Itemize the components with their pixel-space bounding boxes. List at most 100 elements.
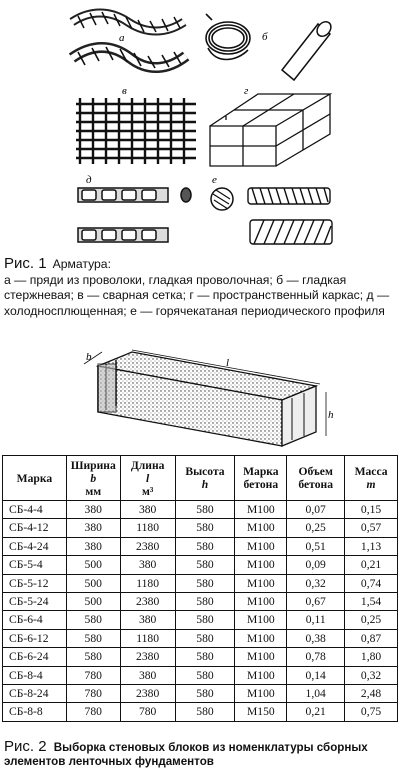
table-cell: СБ-6-4 — [2, 610, 67, 630]
table-cell: 0,07 — [286, 499, 346, 520]
table-cell: 380 — [119, 665, 176, 686]
table-cell: М100 — [234, 610, 288, 630]
table-cell: М150 — [234, 702, 288, 722]
table-cell: 1,04 — [286, 684, 346, 704]
table-cell: 580 — [174, 610, 236, 630]
table-cell: 2380 — [119, 684, 176, 704]
table-cell: 580 — [174, 647, 236, 667]
table-cell: СБ-8-4 — [2, 665, 67, 686]
table-cell: 0,67 — [286, 592, 346, 612]
table-cell: 500 — [65, 592, 121, 612]
table-cell: М100 — [234, 592, 288, 612]
panel-label-g: г — [244, 85, 249, 97]
wire-strand-bottom — [68, 42, 190, 74]
table-cell: 380 — [65, 536, 121, 557]
table-cell: 780 — [65, 665, 121, 686]
table-cell: М100 — [234, 499, 288, 520]
table-cell: 380 — [65, 499, 121, 520]
dimension-label-width: b — [86, 351, 92, 363]
table-cell: 380 — [65, 518, 121, 538]
table-cell: 580 — [174, 499, 236, 520]
periodic-profile-section — [210, 187, 234, 211]
table-cell: СБ-5-12 — [2, 573, 67, 594]
table-cell: 380 — [119, 610, 176, 630]
table-cell: 500 — [65, 573, 121, 594]
table-cell: 380 — [119, 555, 176, 575]
table-cell: 580 — [174, 684, 236, 704]
table-cell: М100 — [234, 518, 288, 538]
table-cell: 580 — [174, 555, 236, 575]
table-cell: 0,51 — [286, 536, 346, 557]
table-cell: 0,11 — [286, 610, 346, 630]
table-cell: 0,75 — [344, 702, 398, 722]
table-cell: 2380 — [119, 592, 176, 612]
table-cell: 580 — [65, 628, 121, 649]
table-cell: СБ-6-24 — [2, 647, 67, 667]
table-cell: 580 — [174, 592, 236, 612]
table-cell: 0,25 — [286, 518, 346, 538]
table-cell: 0,74 — [344, 573, 398, 594]
table-cell: 1,13 — [344, 536, 398, 557]
table-cell: 580 — [174, 702, 236, 722]
figure-2-number: Рис. 2 — [4, 738, 47, 755]
table-cell: 2380 — [119, 536, 176, 557]
table-cell: 580 — [174, 536, 236, 557]
table-cell: М100 — [234, 647, 288, 667]
table-cell: М100 — [234, 628, 288, 649]
table-cell: 0,21 — [286, 702, 346, 722]
table-cell: 1,80 — [344, 647, 398, 667]
cold-flattened-bar-bottom — [77, 227, 169, 243]
table-cell: СБ-8-8 — [2, 702, 67, 722]
wire-strand-top — [69, 8, 187, 36]
figure-1-number: Рис. 1 — [4, 255, 47, 272]
table-cell: 1180 — [119, 518, 176, 538]
table-cell: 1180 — [119, 573, 176, 594]
panel-label-b: б — [262, 31, 268, 43]
smooth-bar — [280, 21, 332, 82]
panel-label-e: е — [212, 174, 217, 186]
table-cell: 1,54 — [344, 592, 398, 612]
ribbed-bar-bottom — [249, 219, 333, 245]
table-cell: 780 — [65, 702, 121, 722]
ribbed-bar-top — [247, 187, 331, 205]
table-cell: 0,15 — [344, 499, 398, 520]
table-cell: 0,32 — [344, 665, 398, 686]
table-cell: СБ-8-24 — [2, 684, 67, 704]
table-cell: 0,21 — [344, 555, 398, 575]
wire-coil — [205, 13, 251, 61]
table-cell: М100 — [234, 555, 288, 575]
table-cell: М100 — [234, 684, 288, 704]
figure-1-illustration: а б в — [0, 0, 400, 252]
table-cell: 0,57 — [344, 518, 398, 538]
panel-label-v: в — [122, 85, 127, 97]
table-cell: 0,38 — [286, 628, 346, 649]
table-cell: 580 — [174, 518, 236, 538]
table-cell: 580 — [174, 628, 236, 649]
wall-block-drawing: b l h — [76, 346, 336, 452]
table-cell: 580 — [65, 647, 121, 667]
dimension-label-height: h — [328, 409, 334, 421]
table-cell: 2380 — [119, 647, 176, 667]
table-cell: М100 — [234, 573, 288, 594]
column-header-mark: Марка — [2, 455, 67, 501]
table-cell: СБ-5-24 — [2, 592, 67, 612]
table-cell: 580 — [65, 610, 121, 630]
table-cell: СБ-5-4 — [2, 555, 67, 575]
